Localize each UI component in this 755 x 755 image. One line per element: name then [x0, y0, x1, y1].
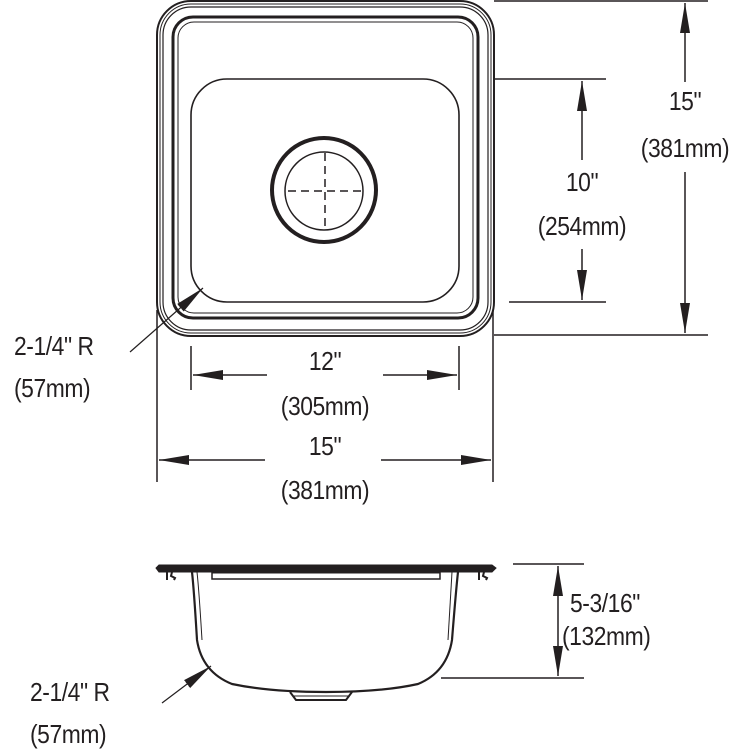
- bowl-length-mm-label: (254mm): [537, 211, 627, 241]
- sink-outer-rim: [156, 0, 495, 337]
- bowl-width-inches-label: 12": [308, 346, 342, 376]
- radius-leader-side: [161, 665, 212, 704]
- depth-mm-label: (132mm): [562, 621, 651, 651]
- top-radius-mm-label: (57mm): [14, 373, 91, 403]
- bowl-width-mm-label: (305mm): [280, 391, 370, 421]
- drain-inner-ring: [284, 151, 364, 231]
- overall-width-inches-label: 15": [308, 431, 342, 461]
- bowl-length-inches-label: 10": [565, 167, 599, 197]
- drain-outer-ring: [270, 136, 378, 244]
- sink-deck-edge: [171, 15, 480, 320]
- depth-inches-label: 5-3/16": [570, 588, 640, 618]
- overall-length-inches-label: 15": [668, 86, 702, 116]
- top-view: [156, 0, 495, 337]
- dim-overall-width: [156, 310, 494, 482]
- side-radius-mm-label: (57mm): [30, 719, 107, 749]
- dim-bowl-width: [190, 346, 460, 390]
- sink-bowl-body: [190, 571, 460, 694]
- dim-depth: [441, 563, 584, 679]
- overall-length-mm-label: (381mm): [640, 133, 730, 163]
- sink-bowl-outline: [190, 78, 460, 303]
- overall-width-mm-label: (381mm): [280, 475, 370, 505]
- side-radius-inches-label: 2-1/4" R: [30, 677, 110, 707]
- side-view: [155, 564, 497, 701]
- radius-leader-top: [129, 287, 204, 353]
- drain-bottom: [289, 691, 353, 701]
- dim-overall-length: [494, 0, 708, 336]
- top-radius-inches-label: 2-1/4" R: [14, 331, 94, 361]
- dim-bowl-length: [494, 78, 606, 303]
